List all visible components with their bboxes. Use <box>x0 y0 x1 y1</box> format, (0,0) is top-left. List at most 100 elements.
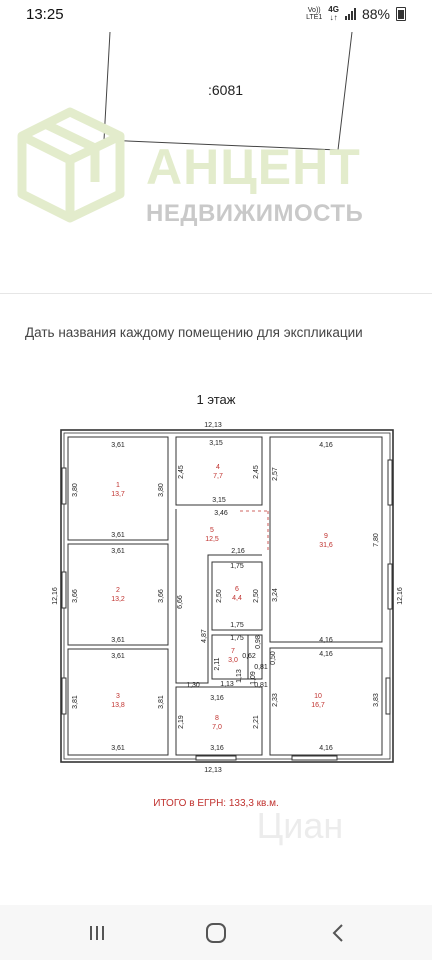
svg-text:0,50: 0,50 <box>270 651 277 665</box>
floor-plan-image[interactable]: 12,13 12,13 12,16 12,16 3,61 3,61 3,80 3… <box>0 380 432 850</box>
room-1: 3,61 3,61 3,80 3,80 1 13,7 <box>72 442 165 539</box>
cadastral-number: :6081 <box>208 82 244 98</box>
svg-text:5: 5 <box>210 527 214 534</box>
status-time: 13:25 <box>26 6 64 23</box>
home-button[interactable] <box>201 921 231 945</box>
room-small: 0,81 0,81 1,09 0,50 <box>250 651 277 689</box>
svg-text:2: 2 <box>116 587 120 594</box>
svg-text:3,61: 3,61 <box>111 532 125 539</box>
svg-text:9: 9 <box>324 533 328 540</box>
svg-text:4,4: 4,4 <box>232 595 242 602</box>
battery-percent: 88% <box>361 6 390 22</box>
svg-text:2,45: 2,45 <box>178 465 185 479</box>
svg-text:1,13: 1,13 <box>236 669 243 683</box>
room-6: 1,75 1,75 2,50 2,50 6 4,4 <box>216 563 260 629</box>
svg-text:7: 7 <box>231 648 235 655</box>
svg-text:0,62: 0,62 <box>242 653 256 660</box>
dim-right: 12,16 <box>397 587 404 605</box>
volte-icon: Vo)) LTE1 <box>306 7 323 21</box>
svg-text:12,5: 12,5 <box>205 536 219 543</box>
svg-text:2,50: 2,50 <box>253 589 260 603</box>
logo-text-main: АНЦЕНТ <box>146 139 361 195</box>
svg-text:3,46: 3,46 <box>214 510 228 517</box>
svg-text:4,16: 4,16 <box>319 745 333 752</box>
divider <box>0 293 432 294</box>
svg-text:3: 3 <box>116 693 120 700</box>
room-4: 3,15 3,15 2,45 2,45 4 7,7 <box>178 440 260 504</box>
parcel-outline <box>17 32 353 223</box>
svg-text:4,16: 4,16 <box>319 637 333 644</box>
svg-text:13,8: 13,8 <box>111 702 125 709</box>
svg-text:2,50: 2,50 <box>216 589 223 603</box>
svg-text:1,75: 1,75 <box>230 635 244 642</box>
svg-text:3,61: 3,61 <box>111 637 125 644</box>
svg-text:4: 4 <box>216 464 220 471</box>
svg-text:4,16: 4,16 <box>319 442 333 449</box>
svg-text:0,81: 0,81 <box>254 682 268 689</box>
svg-text:7,0: 7,0 <box>212 724 222 731</box>
watermark-text: Циан <box>257 805 344 846</box>
room-3: 3,61 3,61 3,81 3,81 3 13,8 <box>72 653 165 752</box>
svg-text:2,21: 2,21 <box>253 715 260 729</box>
total-area: ИТОГО в ЕГРН: 133,3 кв.м. <box>153 798 279 809</box>
room-7: 1,75 2,11 0,98 0,62 1,13 1,13 7 3,0 <box>214 635 262 688</box>
svg-text:31,6: 31,6 <box>319 542 333 549</box>
status-icons: Vo)) LTE1 4G ↓↑ 88% <box>306 6 406 22</box>
room-10: 4,16 4,16 2,33 3,83 10 16,7 <box>272 651 380 752</box>
back-button[interactable] <box>324 921 354 945</box>
svg-text:10: 10 <box>314 693 322 700</box>
svg-text:3,66: 3,66 <box>158 589 165 603</box>
svg-text:3,66: 3,66 <box>72 589 79 603</box>
svg-text:13,7: 13,7 <box>111 491 125 498</box>
svg-text:1,30: 1,30 <box>186 682 200 689</box>
svg-text:1,13: 1,13 <box>220 681 234 688</box>
svg-text:2,19: 2,19 <box>178 715 185 729</box>
logo-icon <box>17 107 125 223</box>
svg-text:3,24: 3,24 <box>272 588 279 602</box>
svg-text:3,15: 3,15 <box>209 440 223 447</box>
back-icon <box>332 924 343 942</box>
svg-text:1,09: 1,09 <box>250 671 257 685</box>
svg-text:3,81: 3,81 <box>158 695 165 709</box>
svg-text:3,16: 3,16 <box>210 745 224 752</box>
svg-text:4,87: 4,87 <box>201 629 208 643</box>
logo-text-sub: НЕДВИЖИМОСТЬ <box>146 200 364 227</box>
svg-text:3,80: 3,80 <box>72 483 79 497</box>
status-bar: 13:25 Vo)) LTE1 4G ↓↑ 88% <box>0 0 432 32</box>
svg-text:3,61: 3,61 <box>111 548 125 555</box>
svg-text:16,7: 16,7 <box>311 702 325 709</box>
plan-title: 1 этаж <box>196 392 236 407</box>
dim-left: 12,16 <box>52 587 59 605</box>
room-5: 3,46 2,16 6,66 4,87 5 12,5 <box>177 510 245 643</box>
svg-text:6: 6 <box>235 586 239 593</box>
svg-text:0,98: 0,98 <box>255 635 262 649</box>
recent-apps-button[interactable] <box>82 921 112 945</box>
dim-top: 12,13 <box>204 422 222 429</box>
header-image[interactable]: :6081 АНЦЕНТ НЕДВИЖИМОСТЬ <box>0 32 432 294</box>
svg-text:3,80: 3,80 <box>158 483 165 497</box>
signal-icon <box>344 8 356 20</box>
svg-text:2,45: 2,45 <box>253 465 260 479</box>
svg-text:1,75: 1,75 <box>230 563 244 570</box>
battery-icon <box>396 7 406 21</box>
svg-text:4,16: 4,16 <box>319 651 333 658</box>
floor-plan: 12,13 12,13 12,16 12,16 3,61 3,61 3,80 3… <box>52 422 404 846</box>
svg-text:2,11: 2,11 <box>214 657 221 670</box>
svg-text:3,83: 3,83 <box>373 693 380 707</box>
svg-text:8: 8 <box>215 715 219 722</box>
recent-apps-icon <box>90 926 104 940</box>
svg-text:3,61: 3,61 <box>111 442 125 449</box>
room-9: 4,16 4,16 2,57 3,24 7,80 9 31,6 <box>272 442 380 644</box>
svg-text:3,15: 3,15 <box>212 497 226 504</box>
svg-text:3,81: 3,81 <box>72 695 79 709</box>
network-icon: 4G ↓↑ <box>328 5 339 22</box>
svg-text:2,57: 2,57 <box>272 467 279 481</box>
svg-text:1: 1 <box>116 482 120 489</box>
svg-text:2,16: 2,16 <box>231 548 245 555</box>
svg-text:6,66: 6,66 <box>177 595 184 609</box>
svg-text:7,80: 7,80 <box>373 533 380 547</box>
svg-text:3,61: 3,61 <box>111 653 125 660</box>
svg-text:13,2: 13,2 <box>111 596 125 603</box>
room-8: 1,30 3,16 3,16 2,19 2,21 8 7,0 <box>178 682 260 752</box>
description-text: Дать названия каждому помещению для эксп… <box>25 325 363 340</box>
